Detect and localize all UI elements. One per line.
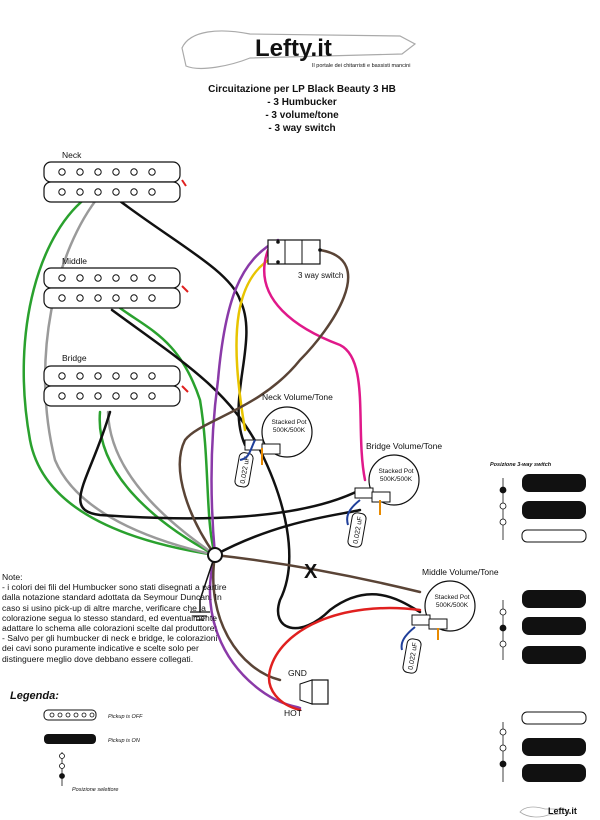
jack-gnd-label: GND [288, 668, 307, 678]
neck-cap-label: 0.022 uF [240, 456, 252, 484]
neck-pot-title: Neck Volume/Tone [262, 392, 333, 402]
middle-pot-line1: Stacked Pot [434, 594, 469, 601]
footer-logo: Lefty.it [519, 806, 577, 818]
neck-green-wire [22, 193, 217, 557]
gnd-wire [212, 553, 282, 682]
switch-positions: Posizione 3-way switch [490, 462, 587, 782]
pos1-pickup-c [521, 529, 587, 543]
ground-point [190, 547, 223, 621]
legend-on-swatch [44, 734, 96, 744]
note-line-1: - i colori dei fili del Humbucker sono s… [2, 582, 227, 634]
neck-label: Neck [62, 150, 82, 160]
pos1-pickup-a [522, 474, 586, 492]
neck-coil-bottom [43, 181, 181, 203]
bridge-cap-label: 0.022 uF [353, 516, 365, 544]
footer-logo-text: Lefty.it [548, 806, 577, 816]
guitar-outline-icon [181, 30, 417, 69]
pos3-pickup-c [522, 764, 586, 782]
middle-pot-title: Middle Volume/Tone [422, 567, 499, 577]
legend-title: Legenda: [10, 690, 59, 702]
title-block: Circuitazione per LP Black Beauty 3 HB -… [208, 84, 396, 134]
switch-yellow-wire [235, 250, 287, 432]
pos2-pickup-b [522, 617, 586, 635]
middle-label: Middle [62, 256, 87, 266]
bridge-green-wire [98, 410, 217, 557]
footer-guitar-icon [519, 806, 572, 818]
bridge-pickup: Bridge [43, 353, 189, 407]
note-title: Note: [2, 572, 23, 582]
title-line-1: Circuitazione per LP Black Beauty 3 HB [208, 84, 396, 95]
neck-gray-wire [43, 193, 217, 557]
bridge-pot-title: Bridge Volume/Tone [366, 441, 442, 451]
bridge-label: Bridge [62, 353, 87, 363]
legend-selector-icon [59, 752, 65, 786]
bridge-pot-line1: Stacked Pot [378, 468, 413, 475]
pos3-pickup-a [521, 711, 587, 725]
output-jack: GND HOT [284, 668, 329, 718]
pos2-pickup-c [522, 646, 586, 664]
bridge-gray-wire [106, 410, 217, 557]
bridge-pot-line2: 500K/500K [380, 476, 413, 483]
bridge-black-wire [79, 410, 362, 520]
neck-pot-line2: 500K/500K [273, 427, 306, 434]
positions-title: Posizione 3-way switch [490, 462, 552, 468]
switch-purple-wire [210, 238, 280, 557]
three-way-switch: 3 way switch [267, 239, 343, 280]
cross-mark: X [304, 561, 318, 583]
neck-pickup: Neck [43, 150, 187, 203]
switch-pink-wire [262, 248, 367, 482]
legend: Legenda: Pickup is OFF Pickup is ON Posi… [10, 690, 143, 793]
logo-tagline: Il portale dei chitarristi e bassisti ma… [312, 63, 410, 69]
jack-hot-label: HOT [284, 708, 302, 718]
switch-label: 3 way switch [298, 271, 343, 280]
middle-black-wire [110, 308, 422, 630]
title-line-2: - 3 Humbucker [267, 97, 337, 108]
note-block: Note: - i colori dei fili del Humbucker … [2, 572, 227, 664]
neck-poles [58, 168, 156, 196]
ground-icon [190, 611, 210, 621]
neck-pot-line1: Stacked Pot [271, 419, 306, 426]
note-line-2: - Salvo per gli humbucker di neck e brid… [2, 633, 218, 664]
title-line-3: - 3 volume/tone [265, 110, 339, 121]
logo: Lefty.it Il portale dei chitarristi e ba… [181, 30, 417, 69]
bridge-pot: Bridge Volume/Tone Stacked Pot 500K/500K… [346, 441, 442, 548]
legend-selector-label: Posizione selettore [72, 787, 118, 793]
hot-red-wire [267, 606, 422, 712]
neck-cap: 0.022 uF [234, 452, 254, 488]
switch-brown-wire [178, 248, 350, 557]
middle-pot: Middle Volume/Tone Stacked Pot 500K/500K… [400, 567, 499, 674]
pos3-pickup-b [522, 738, 586, 756]
pos2-pickup-a [522, 590, 586, 608]
wires [22, 193, 422, 712]
middle-pot-line2: 500K/500K [436, 602, 469, 609]
logo-text: Lefty.it [255, 35, 332, 62]
middle-cap-label: 0.022 uF [408, 642, 420, 670]
neck-pot: Neck Volume/Tone Stacked Pot 500K/500K 0… [234, 392, 333, 488]
middle-cap: 0.022 uF [402, 638, 422, 674]
middle-pickup: Middle [43, 256, 189, 309]
ground-lead-wire [199, 554, 216, 613]
pos1-pickup-b [522, 501, 586, 519]
title-line-4: - 3 way switch [268, 123, 335, 134]
ground-to-bridge-wire [213, 508, 362, 557]
bridge-cap: 0.022 uF [347, 512, 367, 548]
legend-off-label: Pickup is OFF [108, 714, 143, 720]
ground-to-middle-wire [213, 553, 422, 594]
legend-on-label: Pickup is ON [108, 738, 140, 744]
